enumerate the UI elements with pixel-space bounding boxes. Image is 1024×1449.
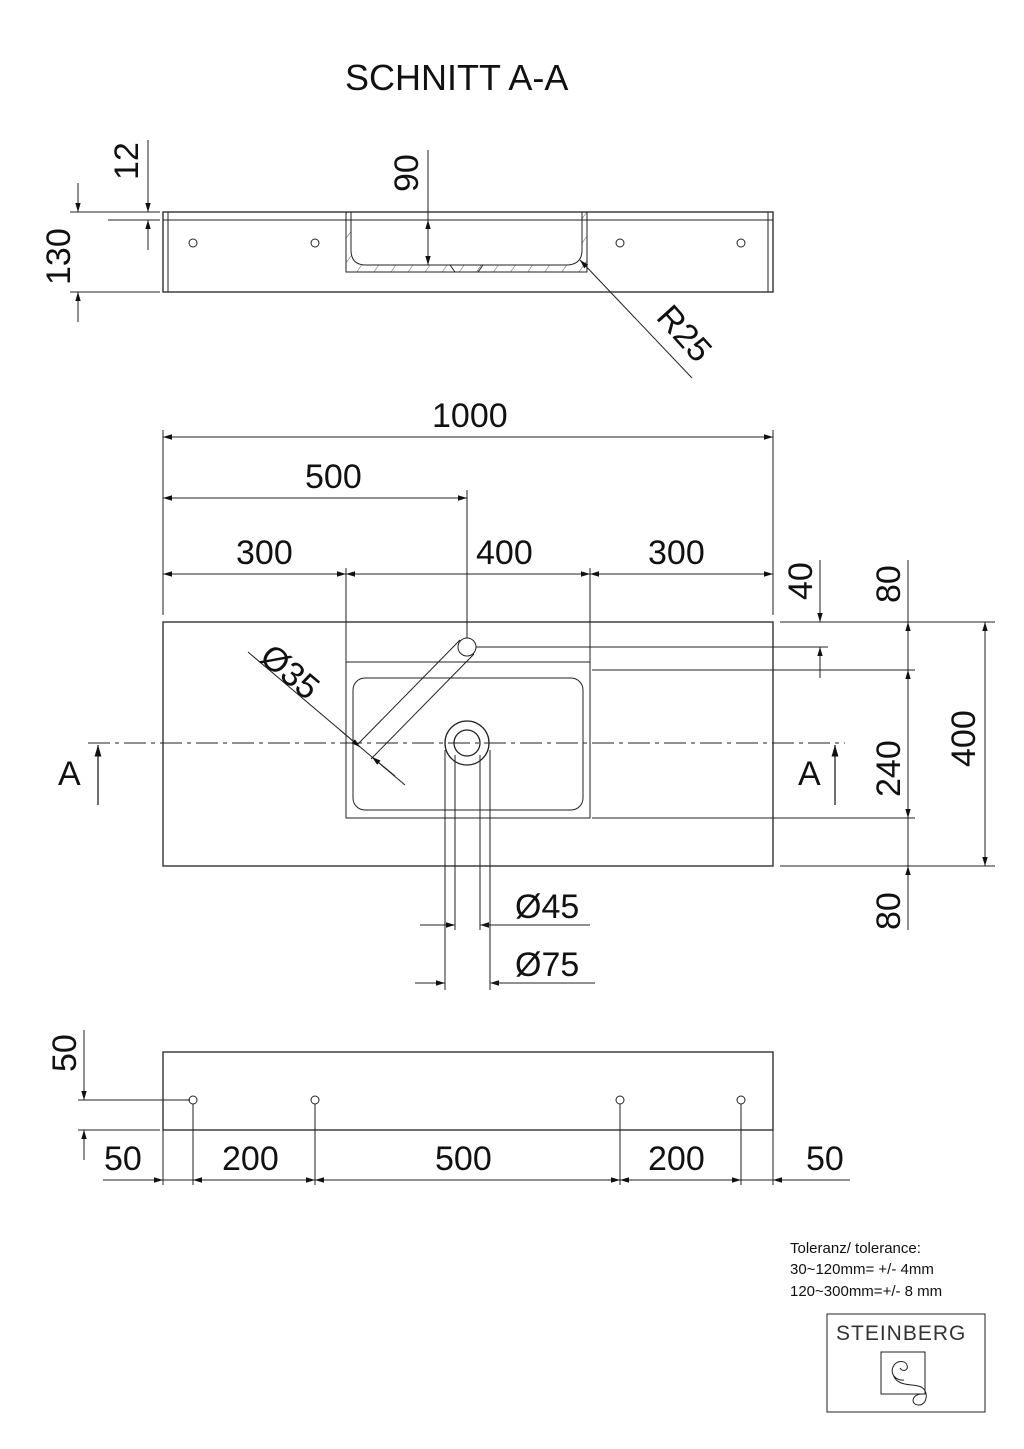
logo-mark-icon xyxy=(891,1361,927,1406)
dim-total-depth: 400 xyxy=(945,710,983,767)
dim-top-thickness: 12 xyxy=(108,142,146,180)
dim-tap-from-edge: 40 xyxy=(782,562,820,600)
mount-hole xyxy=(188,238,198,248)
dim-total-width: 1000 xyxy=(432,397,508,435)
plan-view: A A 1000 500 300 400 300 40 xyxy=(58,397,995,990)
side-view: 50 50 200 500 200 50 xyxy=(46,1030,850,1185)
dim-spacing: 200 xyxy=(648,1140,705,1178)
dim-basin-depth: 90 xyxy=(388,154,426,192)
mount-hole xyxy=(736,1095,746,1105)
dim-drain-outer: Ø75 xyxy=(515,946,579,984)
drawing-title: SCHNITT A-A xyxy=(345,57,568,98)
mount-hole xyxy=(310,1095,320,1105)
dim-tap-offset: 500 xyxy=(305,458,362,496)
dim-top-margin: 80 xyxy=(870,565,908,603)
dim-height: 130 xyxy=(40,228,78,285)
dim-spacing: 50 xyxy=(806,1140,844,1178)
dim-hole-height: 50 xyxy=(46,1034,84,1072)
section-marker-right: A xyxy=(798,755,821,793)
mount-hole xyxy=(736,238,746,248)
tap-hole xyxy=(457,637,477,657)
dim-basin-width: 400 xyxy=(476,534,533,572)
brand-name: STEINBERG xyxy=(836,1322,966,1345)
mount-hole xyxy=(310,238,320,248)
steinberg-logo: STEINBERG xyxy=(826,1313,986,1413)
mount-hole xyxy=(615,238,625,248)
mount-hole xyxy=(188,1095,198,1105)
tolerance-heading: Toleranz/ tolerance: xyxy=(790,1240,921,1257)
dim-radius: R25 xyxy=(649,298,719,370)
tolerance-note: Toleranz/ tolerance: 30~120mm= +/- 4mm 1… xyxy=(790,1240,942,1300)
section-marker-left: A xyxy=(58,755,81,793)
dim-spacing: 200 xyxy=(222,1140,279,1178)
tolerance-line: 30~120mm= +/- 4mm xyxy=(790,1261,934,1278)
mount-hole xyxy=(615,1095,625,1105)
section-view: 130 12 90 R25 xyxy=(40,140,774,379)
dim-bottom-margin: 80 xyxy=(870,892,908,930)
dim-spacing: 50 xyxy=(104,1140,142,1178)
dim-basin-depth-plan: 240 xyxy=(870,740,908,797)
dim-right: 300 xyxy=(648,534,705,572)
tolerance-line: 120~300mm=+/- 8 mm xyxy=(790,1283,942,1300)
dim-left: 300 xyxy=(236,534,293,572)
dim-drain-inner: Ø45 xyxy=(515,888,579,926)
dim-tap-hole: Ø35 xyxy=(253,637,327,707)
dim-spacing: 500 xyxy=(435,1140,492,1178)
